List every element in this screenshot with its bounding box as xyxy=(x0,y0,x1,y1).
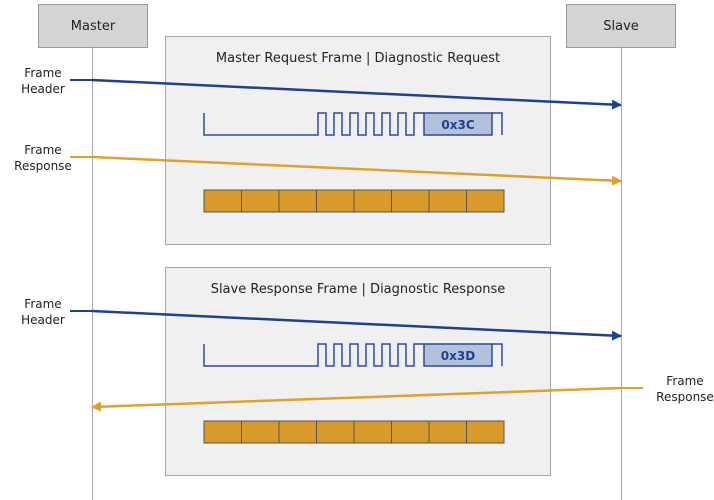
data-byte xyxy=(391,189,430,213)
data-byte xyxy=(241,420,280,444)
data-byte xyxy=(353,420,392,444)
data-byte xyxy=(428,420,467,444)
data-byte xyxy=(203,189,242,213)
response-frame-title: Slave Response Frame | Diagnostic Respon… xyxy=(210,282,506,297)
data-byte xyxy=(466,189,505,213)
master-lifeline xyxy=(92,47,93,500)
data-byte xyxy=(466,420,505,444)
data-byte xyxy=(278,189,317,213)
data-byte xyxy=(391,420,430,444)
request-id-value: 0x3C xyxy=(441,118,474,132)
data-byte xyxy=(278,420,317,444)
request-header-label: Frame Header xyxy=(21,66,65,96)
data-byte xyxy=(316,189,355,213)
slave-lifeline xyxy=(621,47,622,500)
response-id-value: 0x3D xyxy=(441,349,475,363)
data-byte xyxy=(241,189,280,213)
data-byte xyxy=(428,189,467,213)
request-frame-title: Master Request Frame | Diagnostic Reques… xyxy=(215,51,501,66)
request-response-arrow xyxy=(91,155,622,186)
data-byte xyxy=(316,420,355,444)
response-frame-graphics: 0x3D xyxy=(70,309,643,444)
master-label: Master xyxy=(70,18,116,34)
master-box: Master xyxy=(38,4,148,48)
data-byte xyxy=(353,189,392,213)
request-header-signal xyxy=(203,112,424,136)
request-frame-graphics: 0x3C xyxy=(70,78,622,213)
response-response-arrow xyxy=(91,386,622,412)
request-id-tail xyxy=(492,112,503,135)
data-byte xyxy=(203,420,242,444)
response-header-arrow xyxy=(91,309,622,341)
response-id-tail xyxy=(492,343,503,366)
response-response-label: Frame Response xyxy=(656,374,714,404)
response-header-label: Frame Header xyxy=(21,297,65,327)
response-id-box xyxy=(423,343,493,367)
slave-label: Slave xyxy=(603,18,639,34)
response-header-signal xyxy=(203,343,424,367)
response-data-bytes xyxy=(203,420,505,444)
request-id-box xyxy=(423,112,493,136)
request-response-label: Frame Response xyxy=(14,143,72,173)
request-header-arrow xyxy=(91,78,622,110)
request-data-bytes xyxy=(203,189,505,213)
